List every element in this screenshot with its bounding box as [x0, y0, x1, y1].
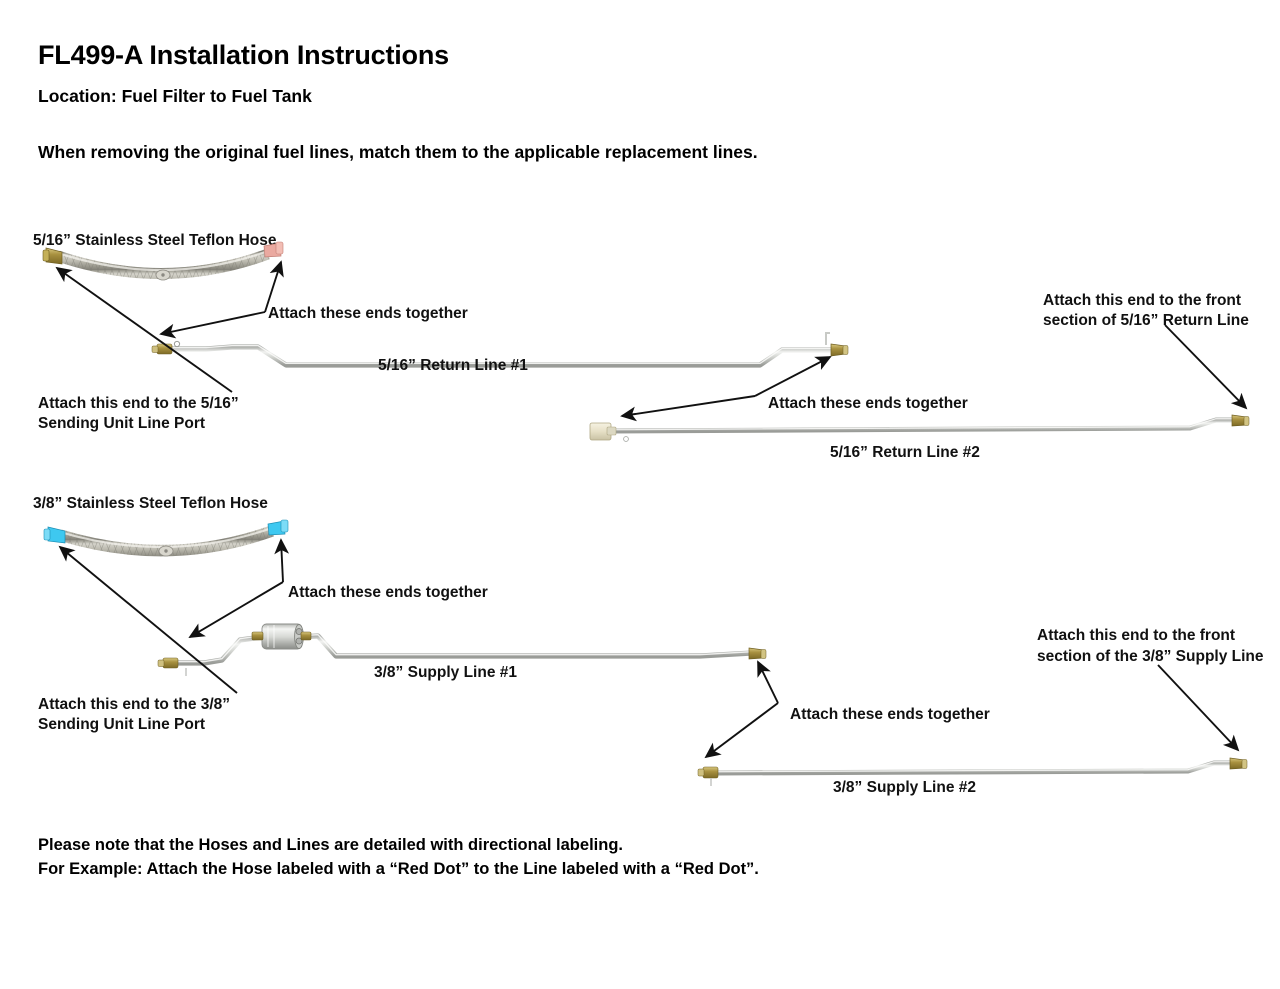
callout-upper-sending-unit-line1: Attach this end to the 5/16” [38, 395, 239, 412]
return-line-2-label: 5/16” Return Line #2 [830, 444, 980, 461]
callout-lower-join-1: Attach these ends together [188, 538, 488, 638]
fuel-filter-canister [251, 623, 312, 650]
callout-upper-front-section: Attach this end to the front section of … [1043, 292, 1249, 410]
supply-line-2 [697, 757, 1248, 786]
callout-upper-sending-unit: Attach this end to the 5/16” Sending Uni… [38, 266, 239, 432]
return-line-2 [589, 414, 1250, 442]
callout-upper-join-1-label: Attach these ends together [268, 305, 468, 322]
callout-upper-front-line1: Attach this end to the front [1043, 292, 1241, 309]
callout-lower-sending-unit-line1: Attach this end to the 3/8” [38, 696, 230, 713]
callout-lower-front-line2: section of the 3/8” Supply Line [1037, 648, 1264, 665]
supply-line-1-label: 3/8” Supply Line #1 [374, 664, 517, 681]
supply-line-1 [157, 623, 767, 676]
location-subtitle: Location: Fuel Filter to Fuel Tank [38, 86, 312, 106]
supply-line-2-right-fitting [1229, 757, 1248, 770]
callout-upper-join-2-label: Attach these ends together [768, 395, 968, 412]
hose-5-16-left-fitting [42, 247, 63, 265]
hose-3-8-right-fitting [267, 519, 289, 536]
return-line-2-left-fitting [589, 422, 629, 442]
hose-5-16 [42, 241, 284, 281]
return-line-1-right-fitting [825, 332, 849, 357]
callout-upper-sending-unit-line2: Sending Unit Line Port [38, 415, 205, 432]
callout-lower-join-2-label: Attach these ends together [790, 706, 990, 723]
page-title: FL499-A Installation Instructions [38, 40, 449, 70]
return-line-1-label: 5/16” Return Line #1 [378, 357, 528, 374]
footnote-line-1: Please note that the Hoses and Lines are… [38, 836, 623, 854]
upper-hose-label: 5/16” Stainless Steel Teflon Hose [33, 232, 277, 249]
supply-line-1-left-fitting [157, 657, 187, 676]
callout-lower-join-2: Attach these ends together [704, 660, 990, 759]
callout-upper-front-line2: section of 5/16” Return Line [1043, 312, 1249, 329]
matching-instruction: When removing the original fuel lines, m… [38, 142, 758, 162]
callout-lower-sending-unit-line2: Sending Unit Line Port [38, 716, 205, 733]
footnote-line-2: For Example: Attach the Hose labeled wit… [38, 860, 759, 878]
callout-lower-join-1-label: Attach these ends together [288, 584, 488, 601]
callout-lower-front-section: Attach this end to the front section of … [1037, 627, 1264, 752]
supply-line-1-right-fitting [748, 647, 767, 660]
return-line-1 [151, 332, 849, 368]
callout-lower-sending-unit: Attach this end to the 3/8” Sending Unit… [38, 545, 238, 733]
supply-line-2-label: 3/8” Supply Line #2 [833, 779, 976, 796]
return-line-2-right-fitting [1231, 414, 1250, 427]
hose-5-16-right-fitting [263, 241, 284, 258]
callout-upper-join-2: Attach these ends together [620, 356, 968, 422]
hose-3-8-left-fitting [43, 526, 66, 544]
callout-upper-join-1: Attach these ends together [159, 260, 468, 339]
callout-lower-front-line1: Attach this end to the front [1037, 627, 1235, 644]
lower-hose-label: 3/8” Stainless Steel Teflon Hose [33, 495, 268, 512]
hose-3-8 [43, 519, 289, 557]
supply-line-2-left-fitting [697, 766, 719, 786]
